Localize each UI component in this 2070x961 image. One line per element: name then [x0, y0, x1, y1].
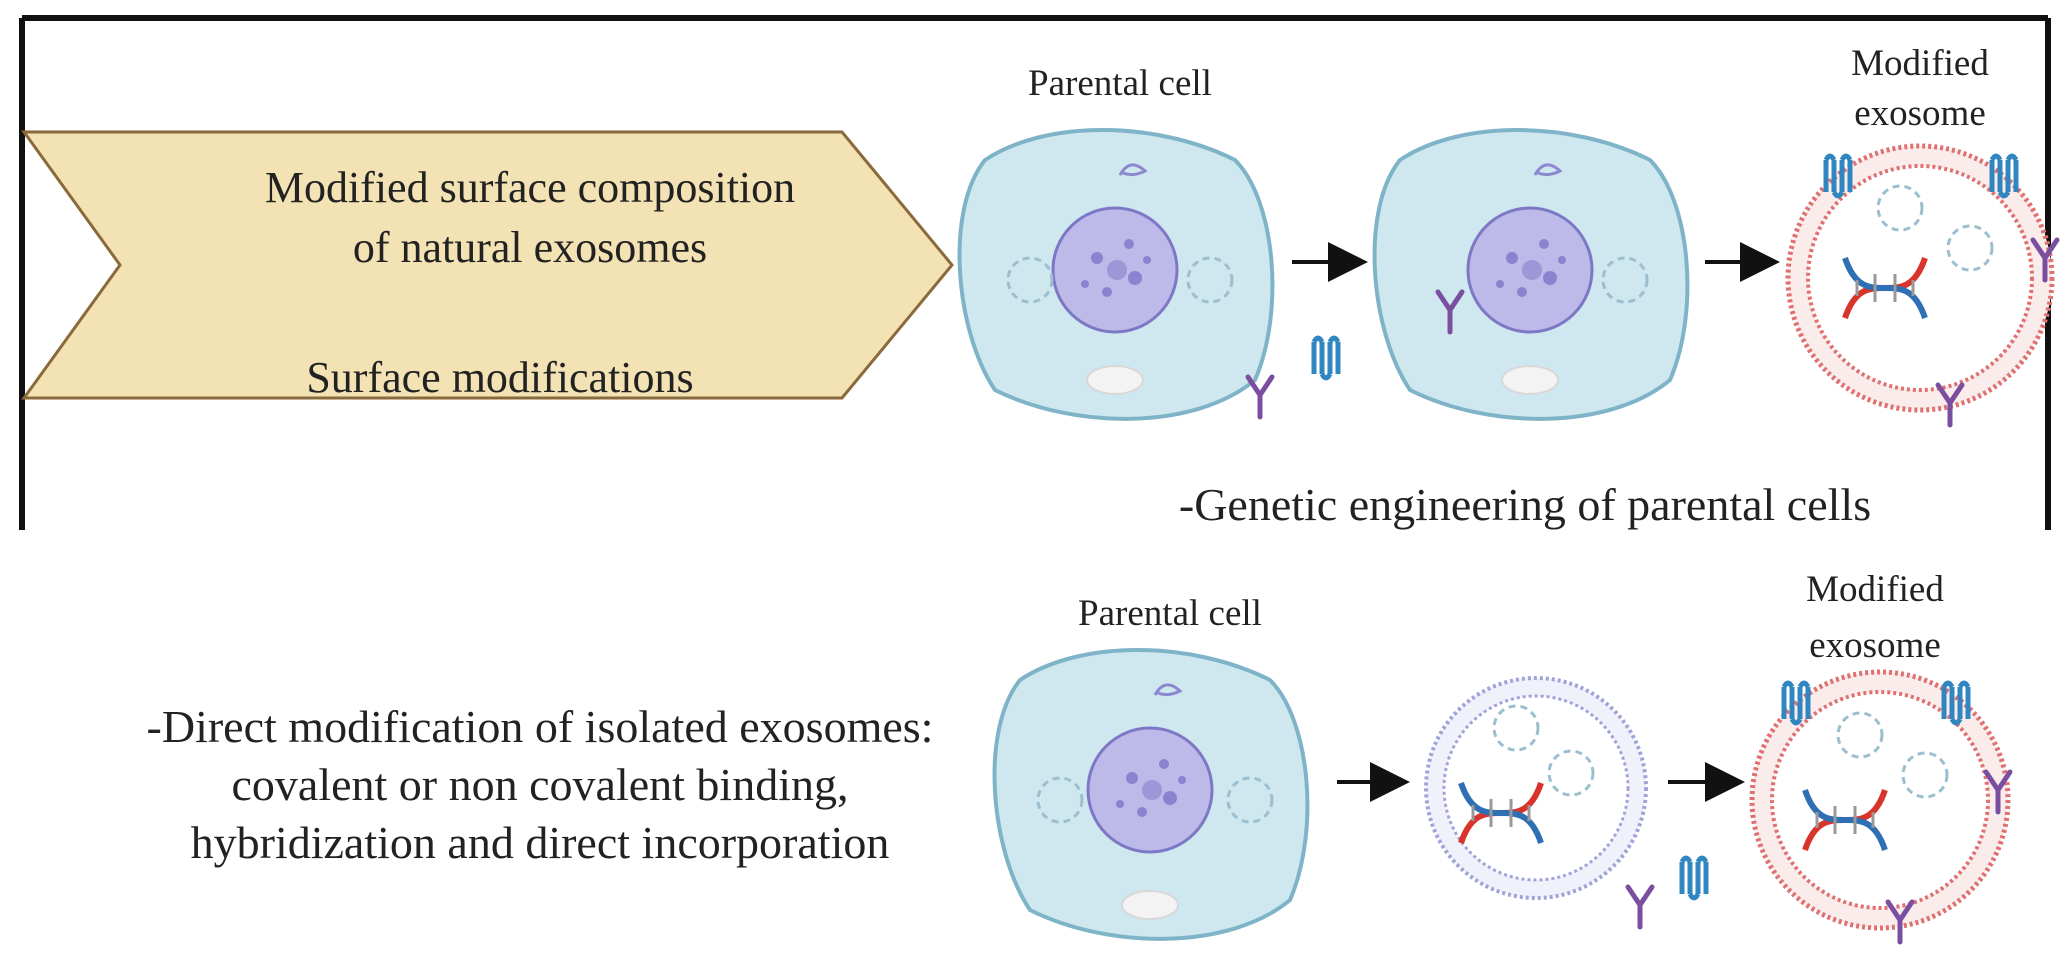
parental-cell-bottom — [992, 648, 1310, 941]
parental-cell-label-bottom: Parental cell — [1078, 593, 1262, 634]
banner-text-line3: Surface modifications — [306, 353, 694, 402]
receptor-icon — [1314, 338, 1338, 378]
modified-exosome-label-top-line2: exosome — [1854, 93, 1986, 134]
isolated-exosome-bottom — [1424, 676, 1648, 900]
antibody-icon-bottom — [1628, 887, 1652, 927]
antibody-icon — [1248, 377, 1272, 417]
modified-exosome-bottom — [1749, 669, 2010, 942]
method-label-genetic: -Genetic engineering of parental cells — [1178, 479, 1872, 530]
banner-text-line1: Modified surface composition — [264, 163, 796, 212]
modified-exosome-label-top-line1: Modified — [1851, 43, 1989, 84]
parental-cell-label-top: Parental cell — [1028, 63, 1212, 104]
method-direct-line2: covalent or non covalent binding, — [231, 759, 849, 810]
modified-exosome-top — [1785, 143, 2057, 425]
method-direct-line3: hybridization and direct incorporation — [190, 817, 890, 868]
receptor-icon-bottom — [1682, 858, 1706, 898]
engineered-cell-top — [1372, 128, 1690, 421]
banner-arrow — [21, 130, 954, 400]
modified-exosome-label-bottom-line1: Modified — [1806, 569, 1944, 610]
modified-exosome-label-bottom-line2: exosome — [1809, 625, 1941, 666]
method-direct-line1: -Direct modification of isolated exosome… — [146, 701, 934, 752]
banner-text-line2: of natural exosomes — [352, 223, 708, 272]
parental-cell-top — [957, 128, 1275, 421]
